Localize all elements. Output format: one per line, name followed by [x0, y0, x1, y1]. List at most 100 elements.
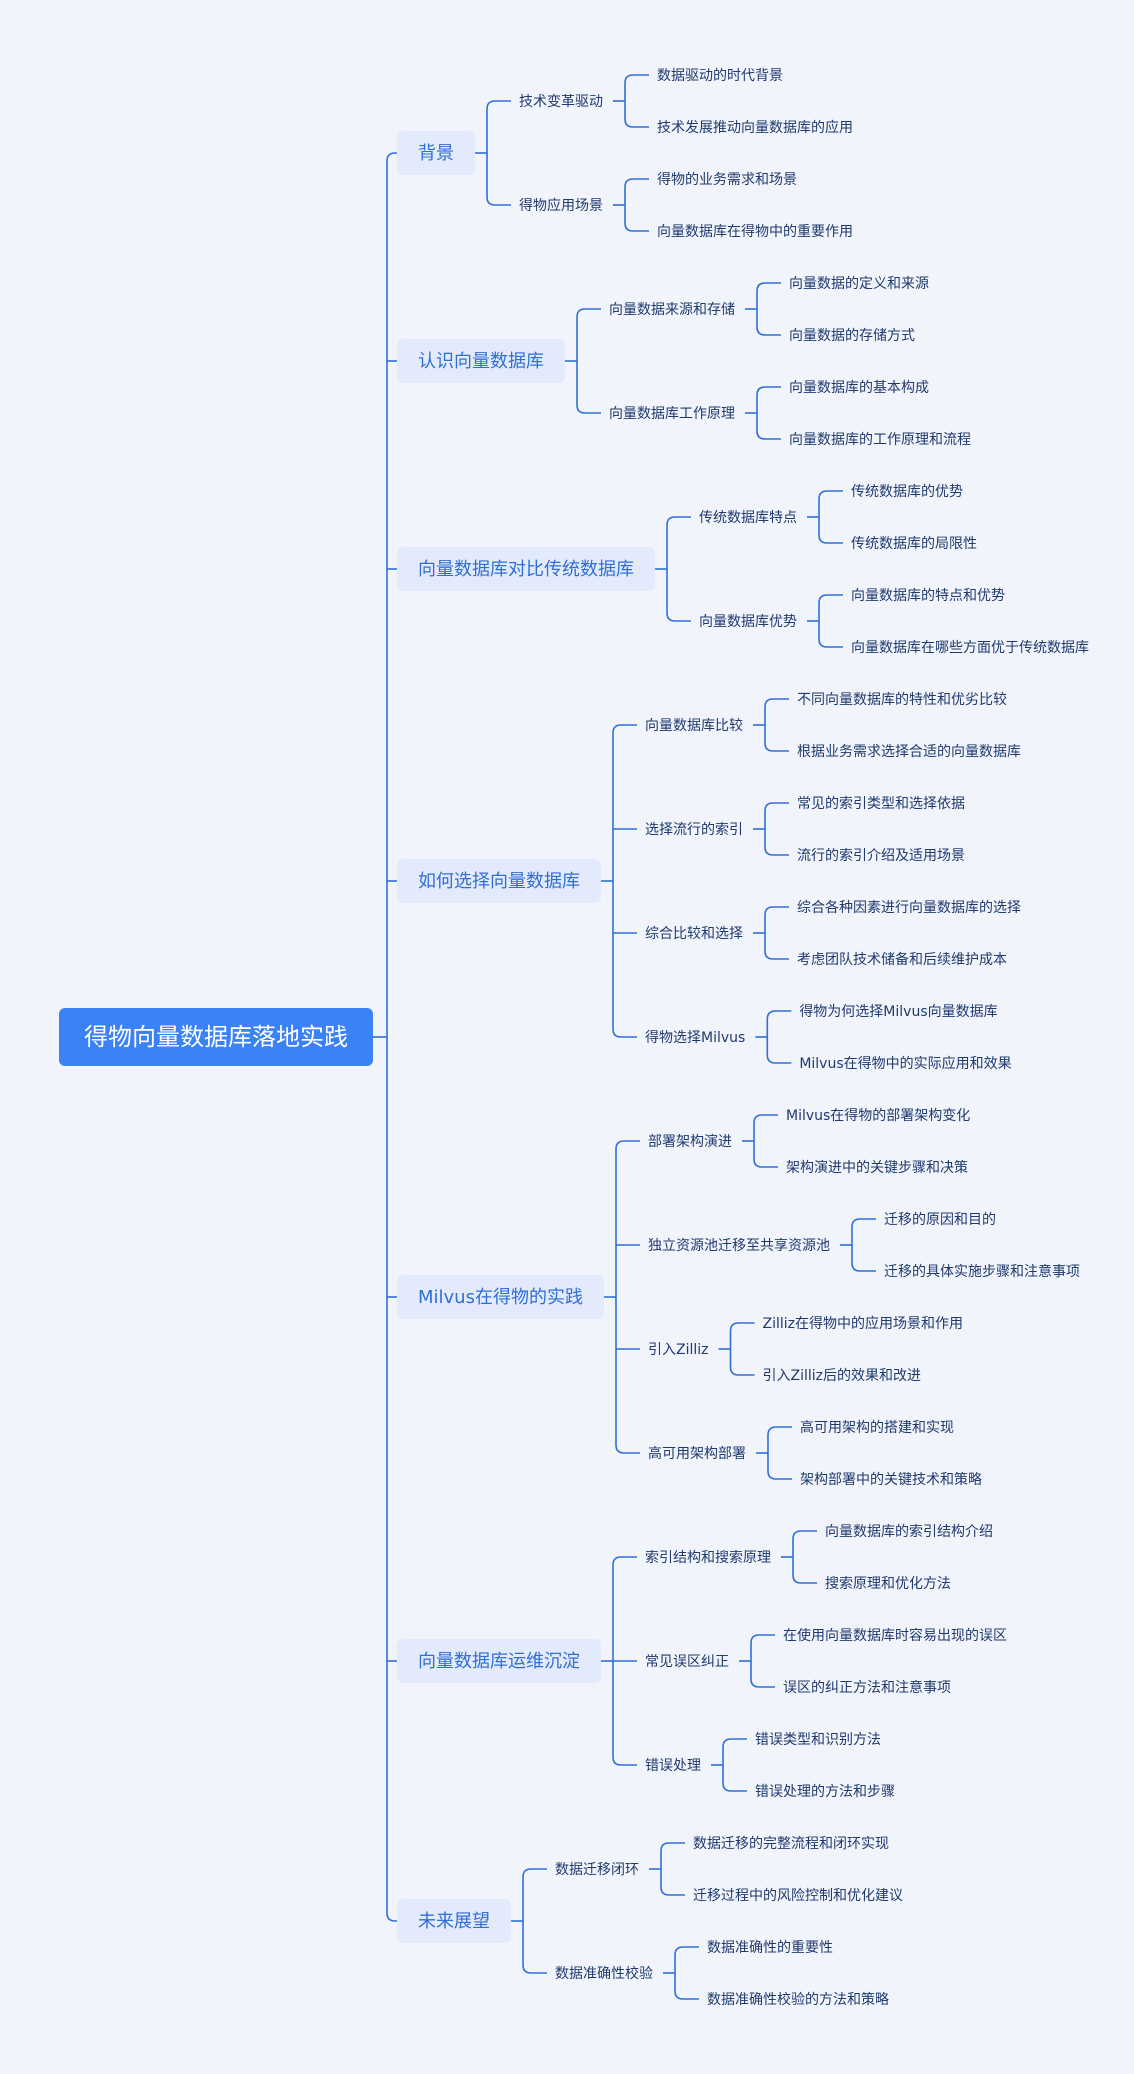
leaf-node-label[interactable]: 在使用向量数据库时容易出现的误区	[783, 1627, 1007, 1644]
leaf-node-label[interactable]: 综合各种因素进行向量数据库的选择	[797, 900, 1021, 916]
subtopic-node[interactable]: 向量数据库工作原理	[609, 406, 735, 422]
subtopic-node[interactable]: 常见误区纠正	[645, 1654, 729, 1670]
topic-node[interactable]: 如何选择向量数据库	[397, 859, 601, 903]
subtopic-node[interactable]: 综合比较和选择	[645, 926, 743, 942]
leaf-node-label[interactable]: 数据准确性校验的方法和策略	[707, 1991, 889, 2008]
leaf-node-label[interactable]: 得物的业务需求和场景	[657, 171, 797, 188]
leaf-node-label[interactable]: 数据准确性的重要性	[707, 1940, 833, 1956]
subtopic-node[interactable]: 向量数据来源和存储	[609, 302, 735, 318]
root-node-box	[59, 1008, 373, 1066]
leaf-node-label[interactable]: 向量数据库的特点和优势	[851, 588, 1005, 604]
topic-node[interactable]: 认识向量数据库	[397, 339, 565, 383]
connector-line	[624, 178, 649, 188]
connector-line	[818, 638, 843, 648]
subtopic-node[interactable]: 独立资源池迁移至共享资源池	[648, 1237, 830, 1254]
leaf-node-label[interactable]: 向量数据库在哪些方面优于传统数据库	[851, 640, 1089, 656]
connector-line	[674, 1946, 699, 1956]
subtopic-node[interactable]: 部署架构演进	[648, 1134, 732, 1150]
leaf-node-label[interactable]: 向量数据库在得物中的重要作用	[657, 223, 853, 240]
leaf-node-label[interactable]: 技术发展推动向量数据库的应用	[657, 119, 853, 136]
leaf-node-label[interactable]: 向量数据库的索引结构介绍	[825, 1523, 993, 1540]
leaf-node-label[interactable]: 传统数据库的局限性	[851, 536, 977, 552]
leaf-node-label[interactable]: 向量数据的存储方式	[789, 328, 915, 344]
leaf-node-label[interactable]: 错误类型和识别方法	[755, 1732, 881, 1748]
subtopic-node-label: 数据准确性校验	[555, 1965, 653, 1982]
subtopic-node[interactable]: 得物选择Milvus	[645, 1029, 745, 1046]
subtopic-node[interactable]: 选择流行的索引	[645, 821, 743, 838]
leaf-node-label[interactable]: 数据迁移的完整流程和闭环实现	[693, 1836, 889, 1852]
leaf-node-label[interactable]: 误区的纠正方法和注意事项	[783, 1679, 951, 1696]
leaf-node-label[interactable]: 引入Zilliz后的效果和改进	[762, 1368, 921, 1384]
subtopic-node[interactable]: 数据迁移闭环	[555, 1862, 639, 1878]
leaf-node-label[interactable]: Zilliz在得物中的应用场景和作用	[762, 1315, 963, 1332]
connector-line	[764, 846, 789, 856]
leaf-node-label[interactable]: 传统数据库的优势	[851, 484, 963, 500]
connector-line	[756, 430, 781, 440]
leaf-node-label[interactable]: 架构演进中的关键步骤和决策	[786, 1159, 968, 1176]
subtopic-node-label: 向量数据库工作原理	[609, 406, 735, 422]
leaf-node-label[interactable]: 考虑团队技术储备和后续维护成本	[797, 951, 1007, 968]
leaf-node-label[interactable]: 常见的索引类型和选择依据	[797, 795, 965, 812]
subtopic-node-label: 向量数据库优势	[699, 614, 797, 630]
subtopic-node[interactable]: 索引结构和搜索原理	[645, 1549, 771, 1566]
leaf-node-label[interactable]: 迁移的具体实施步骤和注意事项	[884, 1263, 1080, 1280]
connector-line	[766, 1010, 792, 1020]
leaf-node-label[interactable]: 架构部署中的关键技术和策略	[800, 1471, 982, 1488]
root-node-label: 得物向量数据库落地实践	[84, 1023, 348, 1051]
leaf-node-label[interactable]: 高可用架构的搭建和实现	[800, 1419, 954, 1436]
leaf-node-label[interactable]: 错误处理的方法和步骤	[755, 1784, 895, 1800]
subtopic-node-label: 部署架构演进	[648, 1134, 732, 1150]
leaf-node-label[interactable]: 向量数据库的基本构成	[789, 379, 929, 396]
subtopic-node-label: 传统数据库特点	[699, 510, 797, 526]
topic-node-box	[397, 1639, 601, 1683]
topic-node-box	[397, 859, 601, 903]
subtopic-node[interactable]: 传统数据库特点	[699, 510, 797, 526]
connector-line	[756, 282, 781, 292]
topic-node-box	[397, 131, 475, 175]
subtopic-node[interactable]: 高可用架构部署	[648, 1445, 746, 1462]
connector-line	[624, 118, 649, 128]
leaf-node-label[interactable]: 向量数据库的工作原理和流程	[789, 432, 971, 448]
leaf-node-label[interactable]: 向量数据的定义和来源	[789, 276, 929, 292]
leaf-node-label[interactable]: 搜索原理和优化方法	[825, 1575, 951, 1592]
subtopic-node[interactable]: 数据准确性校验	[555, 1965, 653, 1982]
topic-node[interactable]: 向量数据库运维沉淀	[397, 1639, 601, 1683]
subtopic-node[interactable]: 技术变革驱动	[519, 94, 603, 110]
subtopic-node-label: 选择流行的索引	[645, 821, 743, 838]
subtopic-node-label: 错误处理	[645, 1758, 701, 1774]
leaf-node-label[interactable]: 不同向量数据库的特性和优劣比较	[797, 692, 1007, 708]
connector-line	[767, 1426, 792, 1436]
subtopic-node[interactable]: 引入Zilliz	[648, 1342, 709, 1358]
leaf-node-label[interactable]: 根据业务需求选择合适的向量数据库	[797, 744, 1021, 760]
topic-node[interactable]: Milvus在得物的实践	[397, 1275, 604, 1319]
connector-line	[818, 490, 843, 500]
subtopic-node[interactable]: 得物应用场景	[519, 197, 603, 214]
subtopic-node[interactable]: 向量数据库优势	[699, 614, 797, 630]
connector-line	[753, 1114, 778, 1124]
leaf-node-label[interactable]: 流行的索引介绍及适用场景	[797, 847, 965, 864]
connector-line	[764, 906, 789, 916]
connector-line	[851, 1218, 876, 1228]
connector-line	[666, 516, 691, 526]
connector-line	[792, 1574, 817, 1584]
connector-line	[764, 742, 789, 752]
leaf-node-label[interactable]: 得物为何选择Milvus向量数据库	[799, 1003, 997, 1020]
topic-node[interactable]: 向量数据库对比传统数据库	[397, 547, 655, 591]
connector-line	[522, 1868, 547, 1878]
leaf-node-label[interactable]: Milvus在得物的部署架构变化	[786, 1107, 970, 1124]
connector-line	[722, 1782, 747, 1792]
subtopic-node[interactable]: 向量数据库比较	[645, 718, 743, 734]
topic-node-box	[397, 339, 565, 383]
topic-node[interactable]: 未来展望	[397, 1899, 511, 1943]
subtopic-node-label: 数据迁移闭环	[555, 1862, 639, 1878]
leaf-node-label[interactable]: 数据驱动的时代背景	[657, 68, 783, 84]
leaf-node-label[interactable]: Milvus在得物中的实际应用和效果	[799, 1055, 1011, 1072]
subtopic-node[interactable]: 错误处理	[645, 1758, 701, 1774]
leaf-node-label[interactable]: 迁移过程中的风险控制和优化建议	[693, 1888, 903, 1904]
subtopic-node-label: 常见误区纠正	[645, 1654, 729, 1670]
root-node[interactable]: 得物向量数据库落地实践	[59, 1008, 373, 1066]
connector-line	[729, 1366, 755, 1376]
leaf-node-label[interactable]: 迁移的原因和目的	[884, 1212, 996, 1228]
subtopic-node-label: 得物应用场景	[519, 197, 603, 214]
topic-node[interactable]: 背景	[397, 131, 475, 175]
